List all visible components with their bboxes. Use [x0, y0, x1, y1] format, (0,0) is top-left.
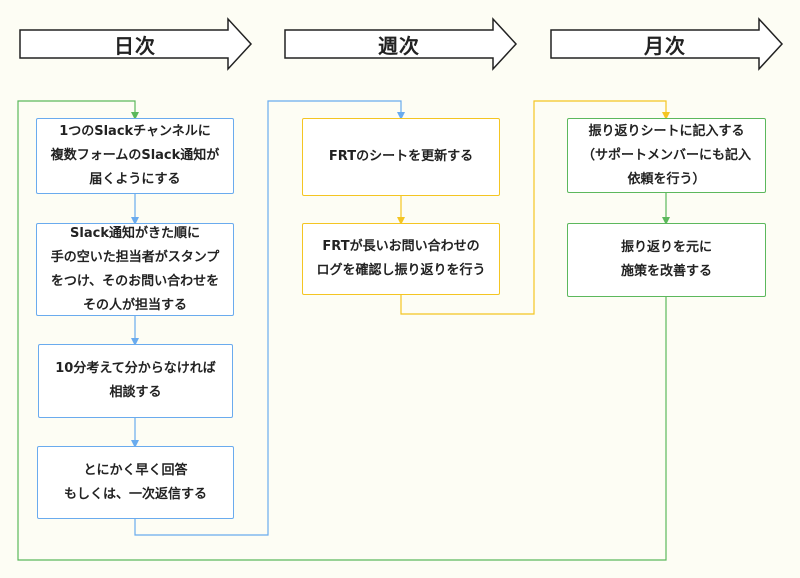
daily-step-2-line: 手の空いた担当者がスタンプ [50, 249, 220, 265]
daily-step-4-line: もしくは、一次返信する [63, 486, 207, 502]
daily-step-2-line: その人が担当する [82, 297, 187, 313]
daily-step-1: 1つのSlackチャンネルに 複数フォームのSlack通知が 届くようにする [36, 118, 234, 194]
header-arrow-monthly [550, 17, 784, 71]
weekly-step-2: FRTが長いお問い合わせの ログを確認し振り返りを行う [302, 223, 500, 295]
daily-step-1-line: 1つのSlackチャンネルに [59, 124, 211, 139]
daily-step-3-line: 10分考えて分からなければ [55, 361, 216, 376]
connector-weekly-to-monthly [400, 100, 670, 315]
header-weekly: 週次 [378, 34, 420, 58]
weekly-step-2-line: FRTが長いお問い合わせの [322, 239, 480, 254]
monthly-step-1-line: 依頼を行う） [627, 171, 706, 187]
monthly-step-1: 振り返りシートに記入する （サポートメンバーにも記入 依頼を行う） [567, 118, 766, 193]
daily-step-3: 10分考えて分からなければ 相談する [38, 344, 233, 418]
daily-step-4: とにかく早く回答 もしくは、一次返信する [37, 446, 234, 519]
monthly-step-1-line: （サポートメンバーにも記入 [581, 147, 751, 163]
header-daily: 日次 [114, 34, 156, 58]
daily-step-1-line: 複数フォームのSlack通知が [50, 148, 220, 163]
weekly-step-1: FRTのシートを更新する [302, 118, 500, 196]
daily-step-3-line: 相談する [109, 385, 162, 400]
header-monthly: 月次 [644, 34, 686, 58]
header-arrow-daily [19, 17, 253, 71]
monthly-step-2: 振り返りを元に 施策を改善する [567, 223, 766, 297]
header-arrow-weekly [284, 17, 518, 71]
monthly-step-2-line: 施策を改善する [620, 264, 712, 279]
daily-step-2-line: Slack通知がきた順に [70, 225, 200, 241]
daily-step-4-line: とにかく早く回答 [83, 462, 188, 478]
monthly-step-1-line: 振り返りシートに記入する [588, 123, 745, 139]
connector-monthly-to-daily [17, 100, 667, 561]
daily-step-1-line: 届くようにする [89, 172, 181, 187]
connector-daily-to-weekly [134, 100, 405, 536]
weekly-step-1-line: FRTのシートを更新する [328, 149, 474, 164]
daily-step-2-line: をつけ、そのお問い合わせを [50, 273, 220, 289]
weekly-step-2-line: ログを確認し振り返りを行う [316, 263, 486, 278]
monthly-step-2-line: 振り返りを元に [620, 240, 712, 255]
daily-step-2: Slack通知がきた順に 手の空いた担当者がスタンプ をつけ、そのお問い合わせを… [36, 223, 234, 316]
